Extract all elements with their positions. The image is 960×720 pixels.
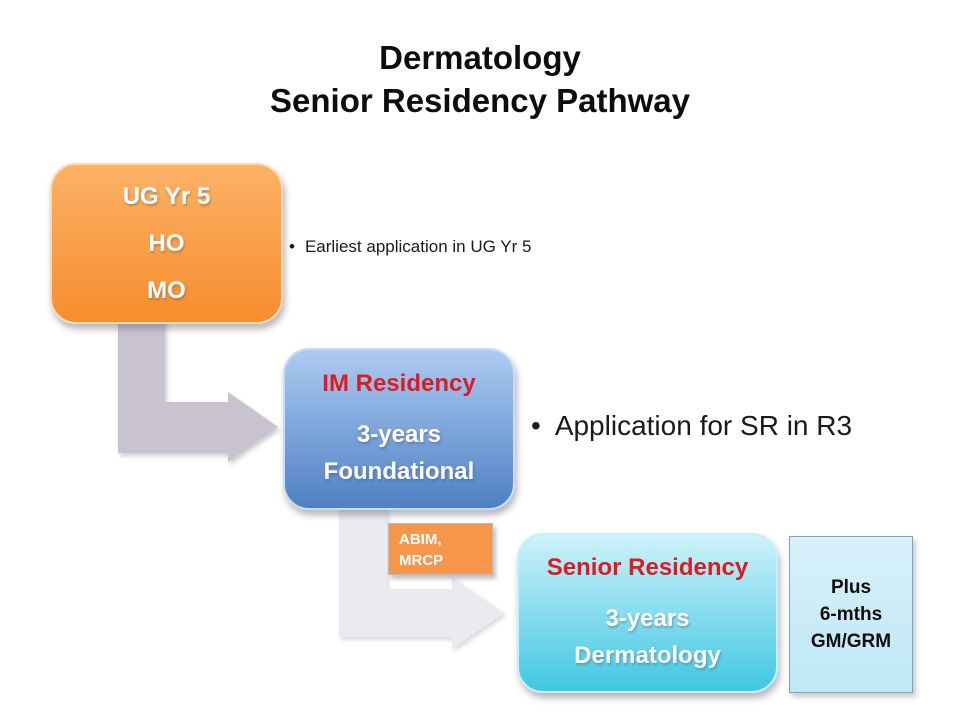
node-sr-line2: Dermatology <box>574 641 721 669</box>
node-im-line1: 3-years <box>356 420 442 448</box>
plus-line1: Plus <box>830 577 872 598</box>
arrow-ug-to-im-icon <box>118 318 278 462</box>
plus-gm-grm-box: Plus 6-mths GM/GRM <box>789 536 913 693</box>
slide-title-line2: Senior Residency Pathway <box>270 82 690 119</box>
bullet-application-sr: • Application for SR in R3 <box>531 407 852 445</box>
bullet-earliest-application-text: Earliest application in UG Yr 5 <box>304 237 532 256</box>
slide-title-line1: Dermatology <box>379 39 581 76</box>
node-im-residency-box: IM Residency 3-years Foundational <box>283 348 515 510</box>
bullet-dot-icon: • <box>289 237 295 256</box>
plus-line3: GM/GRM <box>810 631 892 652</box>
bullet-application-sr-text: Application for SR in R3 <box>554 410 853 441</box>
node-ug-line3: MO <box>147 277 186 304</box>
node-im-line2: Foundational <box>323 457 475 485</box>
node-ug-yr5-box: UG Yr 5 HO MO <box>50 163 283 324</box>
node-ug-line1: UG Yr 5 <box>122 183 211 210</box>
bullet-dot-icon: • <box>531 410 541 441</box>
abim-line1: ABIM, <box>399 531 442 548</box>
slide-title: Dermatology Senior Residency Pathway <box>0 36 960 122</box>
abim-mrcp-box: ABIM, MRCP <box>388 523 493 575</box>
abim-line2: MRCP <box>399 552 444 569</box>
node-sr-title: Senior Residency <box>546 553 749 581</box>
node-im-title: IM Residency <box>322 369 476 397</box>
bullet-earliest-application: • Earliest application in UG Yr 5 <box>289 236 531 258</box>
plus-line2: 6-mths <box>819 604 883 625</box>
node-senior-residency-box: Senior Residency 3-years Dermatology <box>517 533 778 693</box>
node-sr-line1: 3-years <box>605 604 690 632</box>
node-ug-line2: HO <box>148 230 185 257</box>
